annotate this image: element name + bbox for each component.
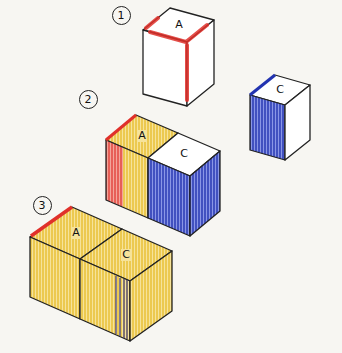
callout-number: 1 — [118, 10, 125, 21]
callout-circle: 1 — [112, 6, 131, 25]
callout-number: 2 — [85, 94, 92, 105]
face-letter: C — [275, 84, 285, 96]
face-letter: C — [179, 148, 189, 160]
callout-circle: 3 — [33, 196, 52, 215]
cube-pair-three — [30, 207, 172, 341]
face-letter: A — [71, 227, 81, 239]
cube-pair-two — [106, 115, 220, 236]
face-letter: A — [174, 19, 184, 31]
face-letter: C — [121, 249, 131, 261]
face-letter: A — [137, 130, 147, 142]
cube-one — [143, 8, 214, 106]
callout-circle: 2 — [79, 90, 98, 109]
cube-blue — [250, 75, 310, 160]
callout-number: 3 — [39, 200, 46, 211]
